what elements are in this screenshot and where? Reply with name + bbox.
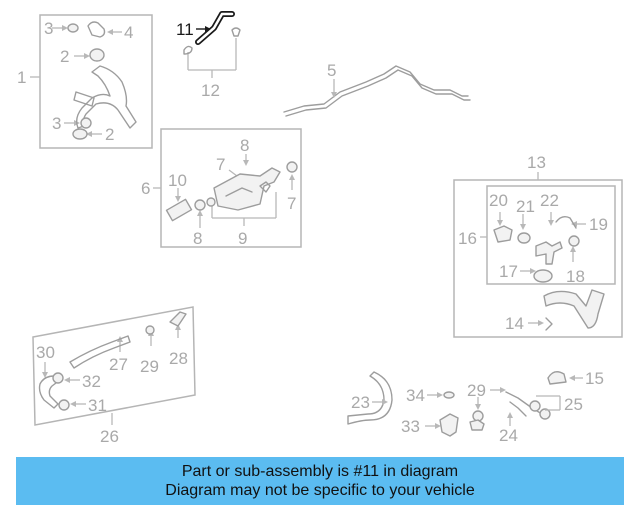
callout-29b: 29	[467, 381, 486, 400]
info-banner: Part or sub-assembly is #11 in diagram D…	[16, 457, 624, 505]
callout-23: 23	[351, 393, 370, 412]
group-13: 13 20 21 22 19 16 17 18 14	[453, 153, 623, 381]
callout-28: 28	[169, 349, 188, 368]
callout-1: 1	[17, 68, 26, 87]
callout-33: 33	[401, 417, 420, 436]
callout-21: 21	[516, 197, 535, 216]
callout-9: 9	[238, 229, 247, 248]
callout-7b: 7	[287, 194, 296, 213]
callout-13: 13	[527, 153, 546, 172]
banner-line-2: Diagram may not be specific to your vehi…	[165, 482, 475, 499]
callout-14: 14	[505, 314, 524, 333]
callout-26: 26	[100, 427, 119, 446]
callout-17: 17	[499, 262, 518, 281]
callout-15: 15	[585, 369, 604, 388]
callout-31: 31	[88, 396, 107, 415]
callout-6: 6	[141, 179, 150, 198]
callout-3b: 3	[52, 114, 61, 133]
callout-7a: 7	[216, 155, 225, 174]
callout-18: 18	[566, 267, 585, 286]
parts-diagram: 1 3 4 2 3 2 11 12 5	[17, 11, 623, 446]
callout-3a: 3	[44, 19, 53, 38]
callout-19: 19	[589, 215, 608, 234]
callout-4: 4	[124, 23, 133, 42]
callout-16: 16	[458, 229, 477, 248]
group-5: 5	[283, 61, 471, 117]
group-1-frame	[39, 14, 153, 149]
callout-2b: 2	[105, 125, 114, 144]
callout-24: 24	[499, 426, 518, 445]
group-16-frame	[486, 185, 616, 285]
callout-2a: 2	[60, 47, 69, 66]
callout-30: 30	[36, 343, 55, 362]
group-6: 8 7 10 6 7 8 9	[141, 128, 302, 248]
callout-20: 20	[489, 191, 508, 210]
group-12: 11 12	[176, 11, 241, 100]
group-26: 30 27 29 28 32 31 26	[32, 306, 196, 446]
callout-32: 32	[82, 372, 101, 391]
callout-12: 12	[201, 81, 220, 100]
callout-25: 25	[564, 395, 583, 414]
banner-line-1: Part or sub-assembly is #11 in diagram	[181, 463, 459, 480]
group-26-frame	[32, 306, 196, 426]
callout-22: 22	[540, 191, 559, 210]
callout-8a: 8	[240, 136, 249, 155]
callout-5: 5	[327, 61, 336, 80]
group-bottom-loose: 23 34 29 33 24 25 15	[347, 369, 604, 445]
callout-29a: 29	[140, 357, 159, 376]
callout-11: 11	[176, 20, 194, 39]
callout-27: 27	[109, 355, 128, 374]
callout-8b: 8	[193, 229, 202, 248]
callout-10: 10	[168, 171, 187, 190]
callout-34: 34	[406, 386, 425, 405]
group-1: 1 3 4 2 3 2	[17, 14, 153, 149]
